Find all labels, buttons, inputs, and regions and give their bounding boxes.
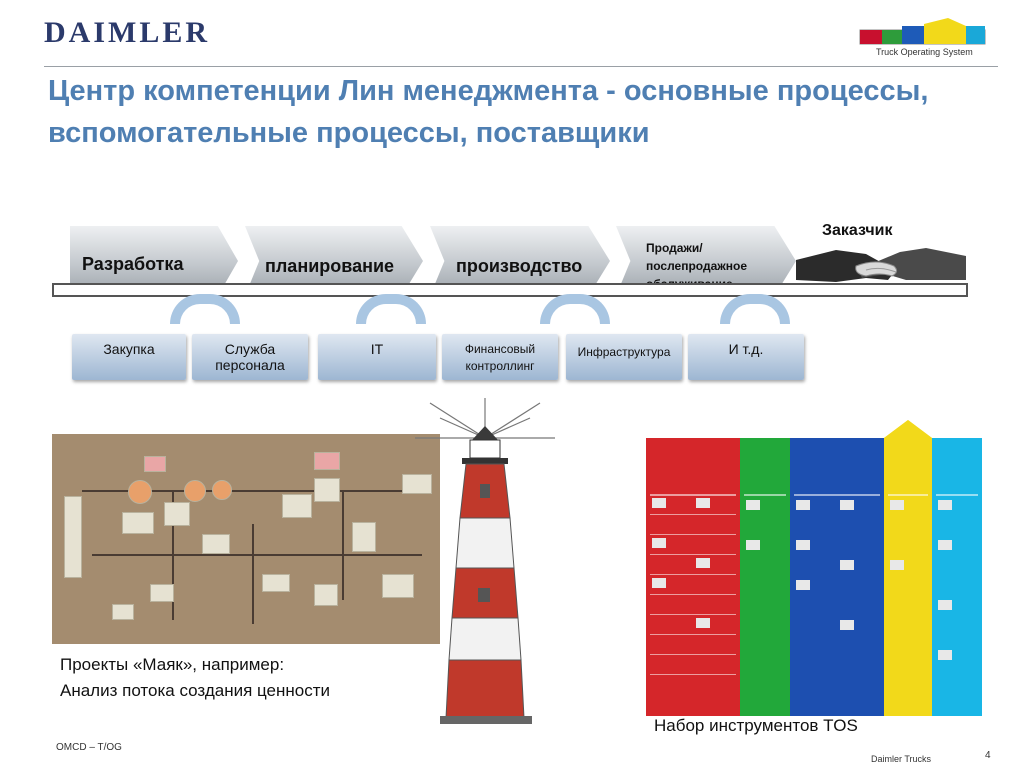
page-title: Центр компетенции Лин менеджмента - осно… (48, 75, 929, 149)
core-process-label: планирование (265, 256, 395, 276)
support-purchasing: Закупка (72, 334, 186, 380)
support-arc-icon (356, 294, 426, 324)
footer-department: OMCD – T/OG (56, 742, 122, 753)
support-etc: И т.д. (688, 334, 804, 380)
value-stream-photo (52, 434, 440, 644)
tos-caption: Набор инструментов TOS (654, 716, 858, 735)
support-controlling: Финансовый контроллинг (442, 334, 558, 380)
support-infrastructure: Инфраструктура (566, 334, 682, 380)
support-label: Служба (224, 341, 276, 357)
support-hr: Служба персонала (192, 334, 308, 380)
daimler-logo: DAIMLER (44, 16, 211, 49)
support-label: Закупка (103, 341, 155, 357)
tos-logo-text: Truck Operating System (876, 47, 973, 57)
core-process-label: Разработка (82, 254, 184, 274)
core-process-label: производство (456, 256, 583, 276)
support-label: И т.д. (728, 341, 764, 357)
support-label: Финансовый (464, 342, 536, 356)
footer-company: Daimler Trucks (871, 754, 932, 764)
customer-label: Заказчик (822, 222, 893, 239)
projects-caption: Проекты «Маяк», например: Анализ потока … (60, 652, 330, 704)
handshake-icon (796, 248, 966, 282)
support-arc-icon (170, 294, 240, 324)
process-bar (52, 283, 968, 297)
tos-toolkit-house (646, 420, 982, 716)
projects-caption-line2: Анализ потока создания ценности (60, 681, 331, 700)
header-divider (44, 66, 998, 67)
support-arc-icon (720, 294, 790, 324)
page-number: 4 (985, 750, 991, 761)
support-label: контроллинг (465, 359, 535, 373)
support-arc-icon (540, 294, 610, 324)
support-label: Инфраструктура (577, 345, 671, 359)
tos-house-logo-icon (859, 18, 986, 45)
support-it: IT (318, 334, 436, 380)
lighthouse-icon (415, 398, 555, 724)
support-label: персонала (215, 357, 285, 373)
projects-caption-line1: Проекты «Маяк», например: (60, 655, 285, 674)
tos-logo: Truck Operating System (858, 18, 988, 60)
support-label: IT (370, 341, 384, 357)
